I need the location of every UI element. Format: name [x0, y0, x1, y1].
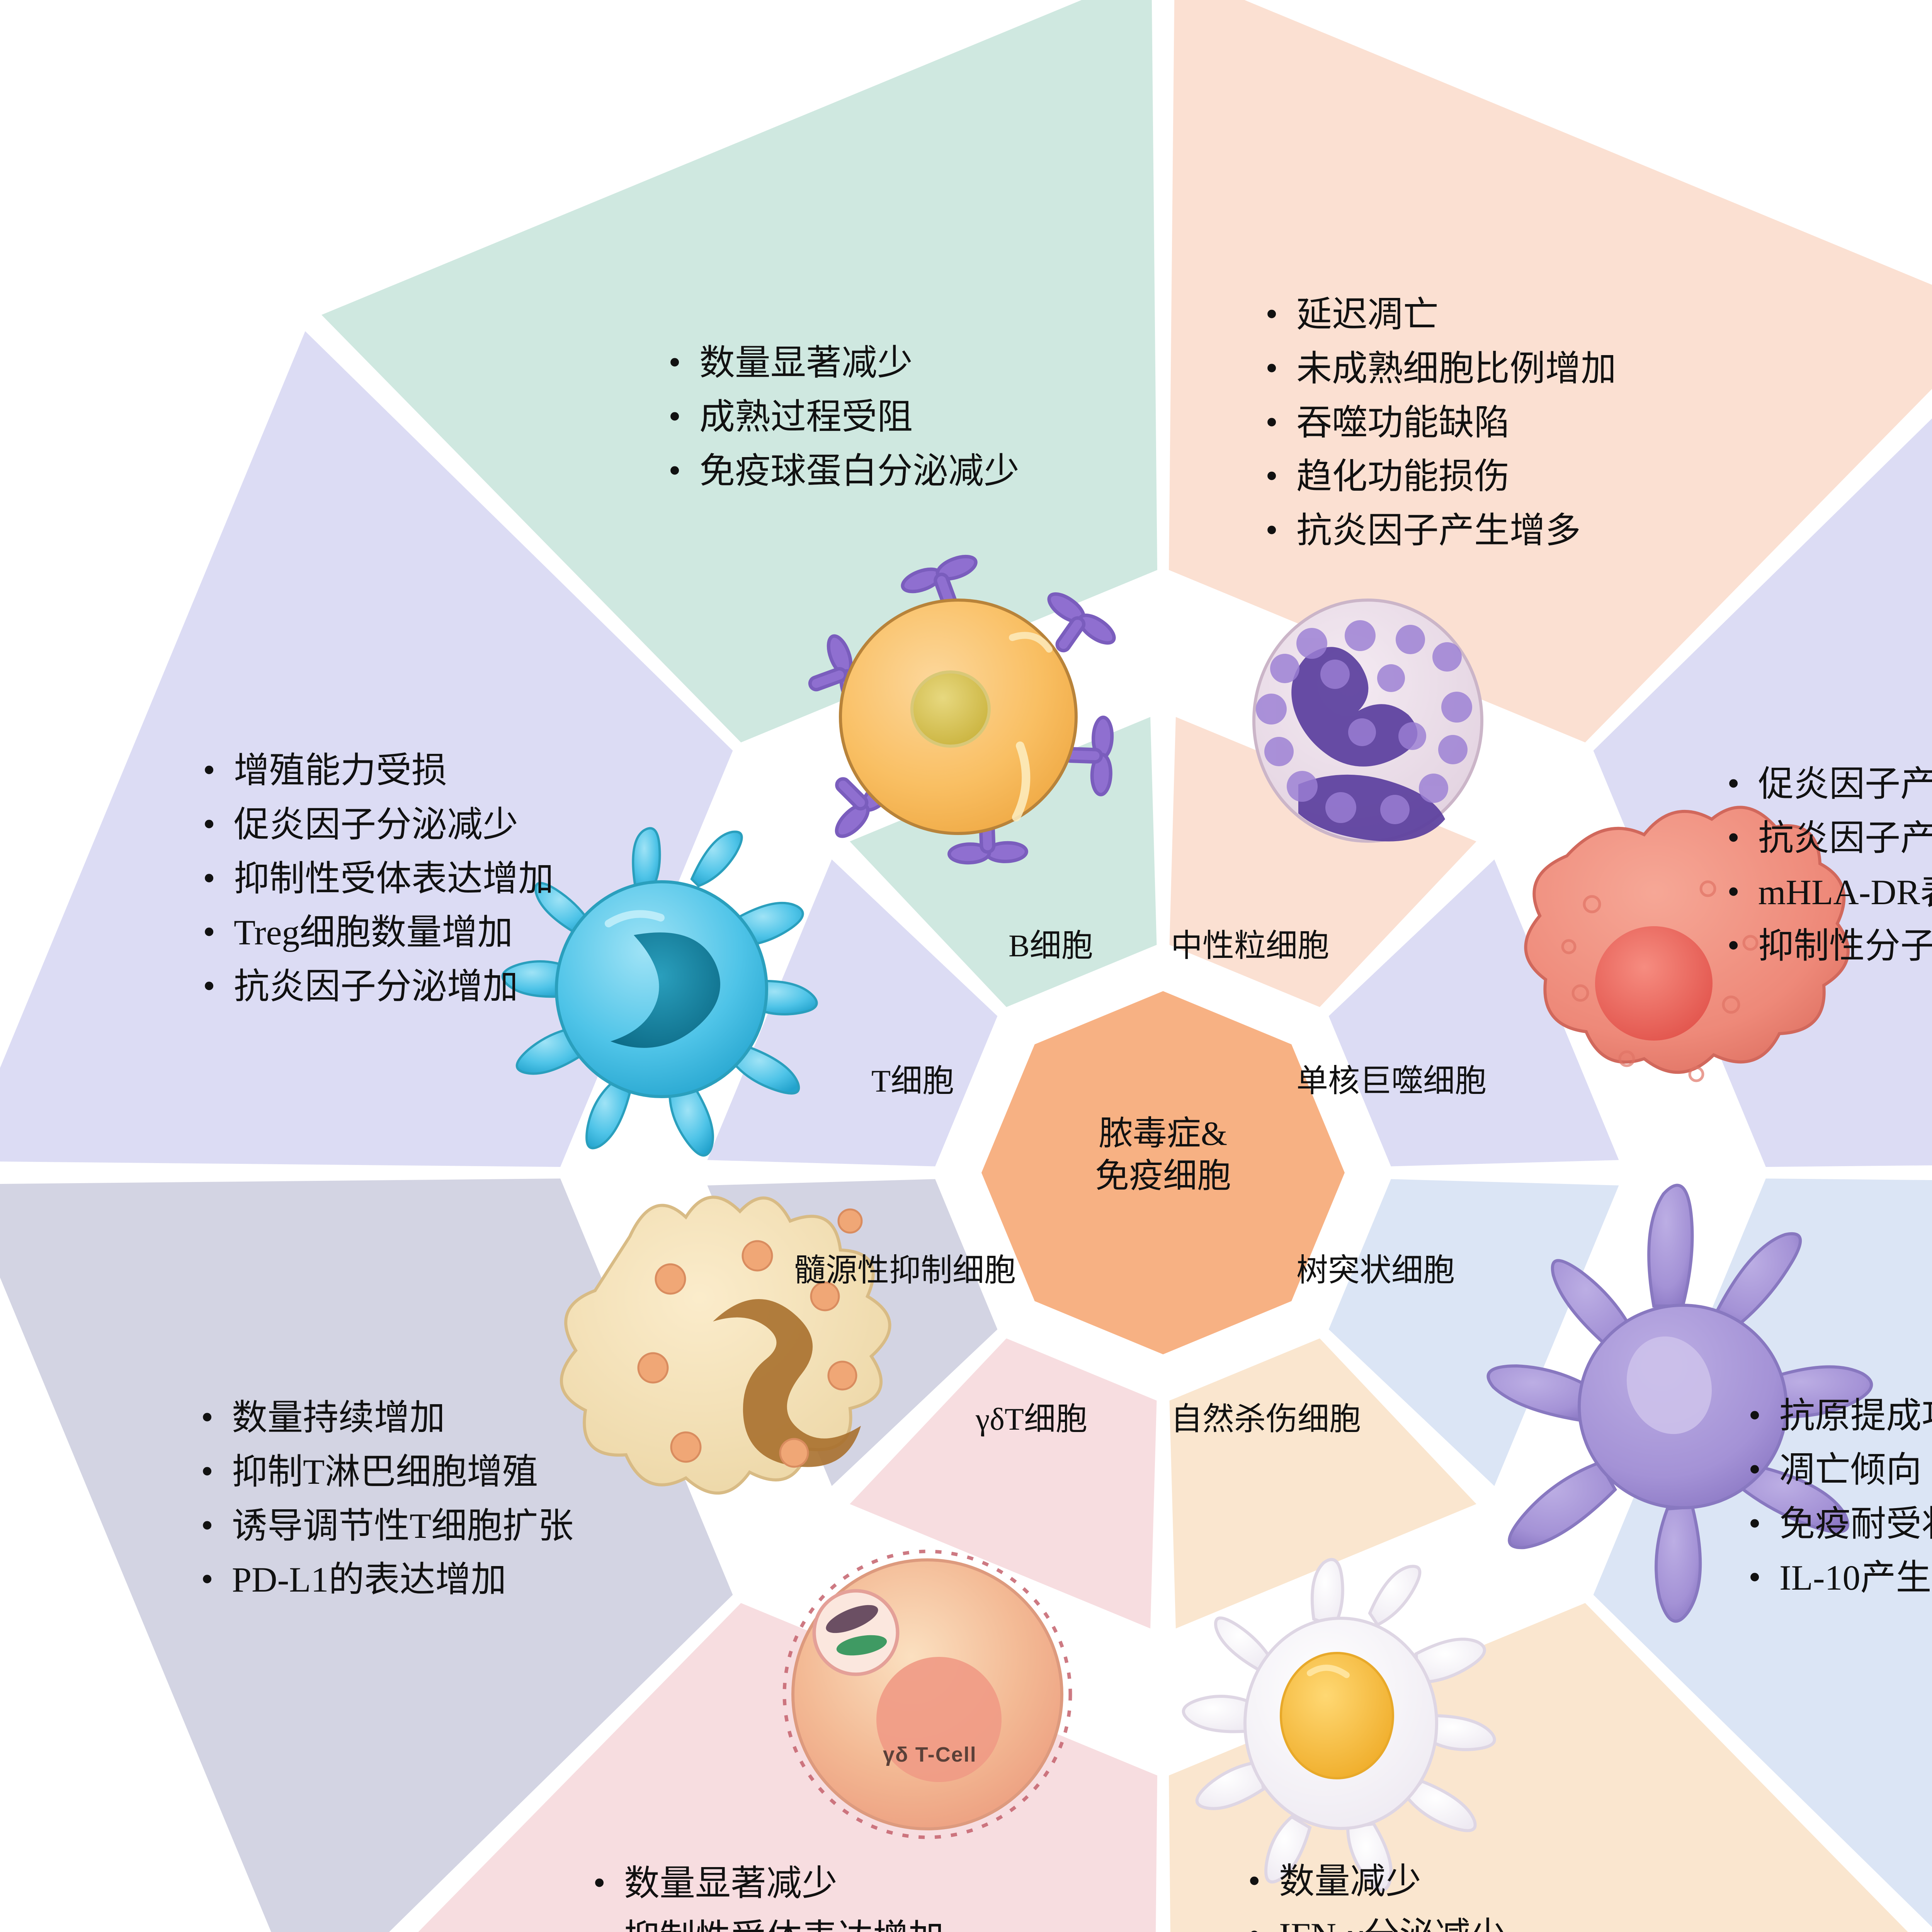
inner-label-dendritic[interactable]: 树突状细胞 — [1296, 1253, 1455, 1288]
inner-label-mdsc[interactable]: 髓源性抑制细胞 — [794, 1253, 1016, 1288]
list-item: 促炎因子产生减少 — [1716, 757, 1932, 811]
list-item: 抗原提成功能受损 — [1737, 1388, 1932, 1443]
inner-wedge-gdt[interactable] — [850, 1338, 1157, 1629]
outer-panel-gdt: 数量显著减少 抑制性受体表达增加 IFN-γ、TNF-α分泌减少 抗原呈递功能下… — [582, 1856, 984, 1932]
mdsc-illustration — [560, 1196, 891, 1495]
outer-panel-mdsc: 数量持续增加 抑制T淋巴细胞增殖 诱导调节性T细胞扩张 PD-L1的表达增加 — [189, 1390, 573, 1607]
center-label-line2: 免疫细胞 — [1095, 1158, 1231, 1195]
inner-wedge-neutrophil[interactable] — [1169, 717, 1476, 1007]
list-item: 增殖能力受损 — [191, 743, 554, 798]
outer-panel-t-cell: 增殖能力受损 促炎因子分泌减少 抑制性受体表达增加 Treg细胞数量增加 抗炎因… — [191, 743, 554, 1014]
list-item: Treg细胞数量增加 — [191, 905, 554, 960]
outer-panel-b-cell: 数量显著减少 成熟过程受阻 免疫球蛋白分泌减少 — [657, 335, 1019, 498]
list-item: IFN-γ分泌减少 — [1236, 1908, 1644, 1932]
outer-panel-neutrophil: 延迟凋亡 未成熟细胞比例增加 吞噬功能缺陷 趋化功能损伤 抗炎因子产生增多 — [1254, 287, 1616, 558]
list-item: 抗炎因子产生增多 — [1716, 811, 1932, 866]
outer-panel-dendritic: 抗原提成功能受损 凋亡倾向 免疫耐受状态转变 IL-10产生增加 — [1737, 1388, 1932, 1605]
list-item: 凋亡倾向 — [1737, 1442, 1932, 1497]
list-item: 数量显著减少 — [582, 1856, 984, 1911]
list-item: 数量显著减少 — [657, 335, 1019, 390]
center-label-line1: 脓毒症& — [1099, 1115, 1228, 1153]
center-octagon-shape[interactable] — [981, 991, 1345, 1354]
list-item: 抗炎因子分泌增加 — [191, 959, 554, 1014]
neutrophil-illustration — [1252, 599, 1483, 843]
inner-ring-wedges — [707, 717, 1619, 1629]
list-item: 延迟凋亡 — [1254, 287, 1616, 342]
list-item: 抑制性受体表达增加 — [582, 1910, 984, 1932]
center-octagon — [981, 991, 1345, 1354]
inner-label-gdt[interactable]: γδT细胞 — [976, 1401, 1087, 1437]
list-item: 成熟过程受阻 — [657, 389, 1019, 444]
inner-wedge-monocyte[interactable] — [1328, 859, 1619, 1167]
list-item: 抑制性分子表达增加 — [1716, 918, 1932, 973]
list-item: PD-L1的表达增加 — [189, 1552, 573, 1607]
inner-label-t-cell[interactable]: T细胞 — [871, 1063, 954, 1099]
list-item: 促炎因子分泌减少 — [191, 797, 554, 852]
list-item: 诱导调节性T细胞扩张 — [189, 1498, 573, 1553]
gamma-delta-t-illustration — [782, 1549, 1072, 1839]
inner-label-neutrophil[interactable]: 中性粒细胞 — [1171, 928, 1330, 963]
inner-label-b-cell[interactable]: B细胞 — [1009, 928, 1093, 963]
gamma-delta-t-caption: γδ T-Cell — [883, 1743, 977, 1766]
list-item: mHLA-DR表达减少 — [1716, 865, 1932, 920]
list-item: 抗炎因子产生增多 — [1254, 503, 1616, 558]
list-item: 数量持续增加 — [189, 1390, 573, 1445]
inner-wedge-nk[interactable] — [1169, 1338, 1476, 1629]
outer-wedge-gdt[interactable] — [321, 1603, 1157, 1932]
center-octagon-label: 脓毒症& 免疫细胞 — [1036, 1113, 1291, 1198]
list-item: 数量减少 — [1236, 1854, 1644, 1909]
inner-label-monocyte[interactable]: 单核巨噬细胞 — [1296, 1063, 1487, 1099]
outer-panel-nk: 数量减少 IFN-γ分泌减少 抗炎因子IL-10分泌增加 细胞毒性显著降低 — [1236, 1854, 1644, 1932]
list-item: 吞噬功能缺陷 — [1254, 395, 1616, 450]
list-item: 未成熟细胞比例增加 — [1254, 341, 1616, 396]
b-cell-illustration — [808, 554, 1116, 865]
list-item: 趋化功能损伤 — [1254, 449, 1616, 504]
inner-wedge-dendritic[interactable] — [1328, 1179, 1619, 1486]
nk-illustration — [1182, 1558, 1496, 1892]
list-item: 抑制性受体表达增加 — [191, 851, 554, 906]
list-item: 免疫耐受状态转变 — [1737, 1497, 1932, 1551]
t-cell-illustration — [501, 827, 818, 1157]
outer-panel-monocyte: 促炎因子产生减少 抗炎因子产生增多 mHLA-DR表达减少 抑制性分子表达增加 — [1716, 757, 1932, 973]
list-item: IL-10产生增加 — [1737, 1550, 1932, 1605]
list-item: 抑制T淋巴细胞增殖 — [189, 1444, 573, 1499]
list-item: 免疫球蛋白分泌减少 — [657, 444, 1019, 498]
inner-label-nk[interactable]: 自然杀伤细胞 — [1171, 1401, 1361, 1437]
